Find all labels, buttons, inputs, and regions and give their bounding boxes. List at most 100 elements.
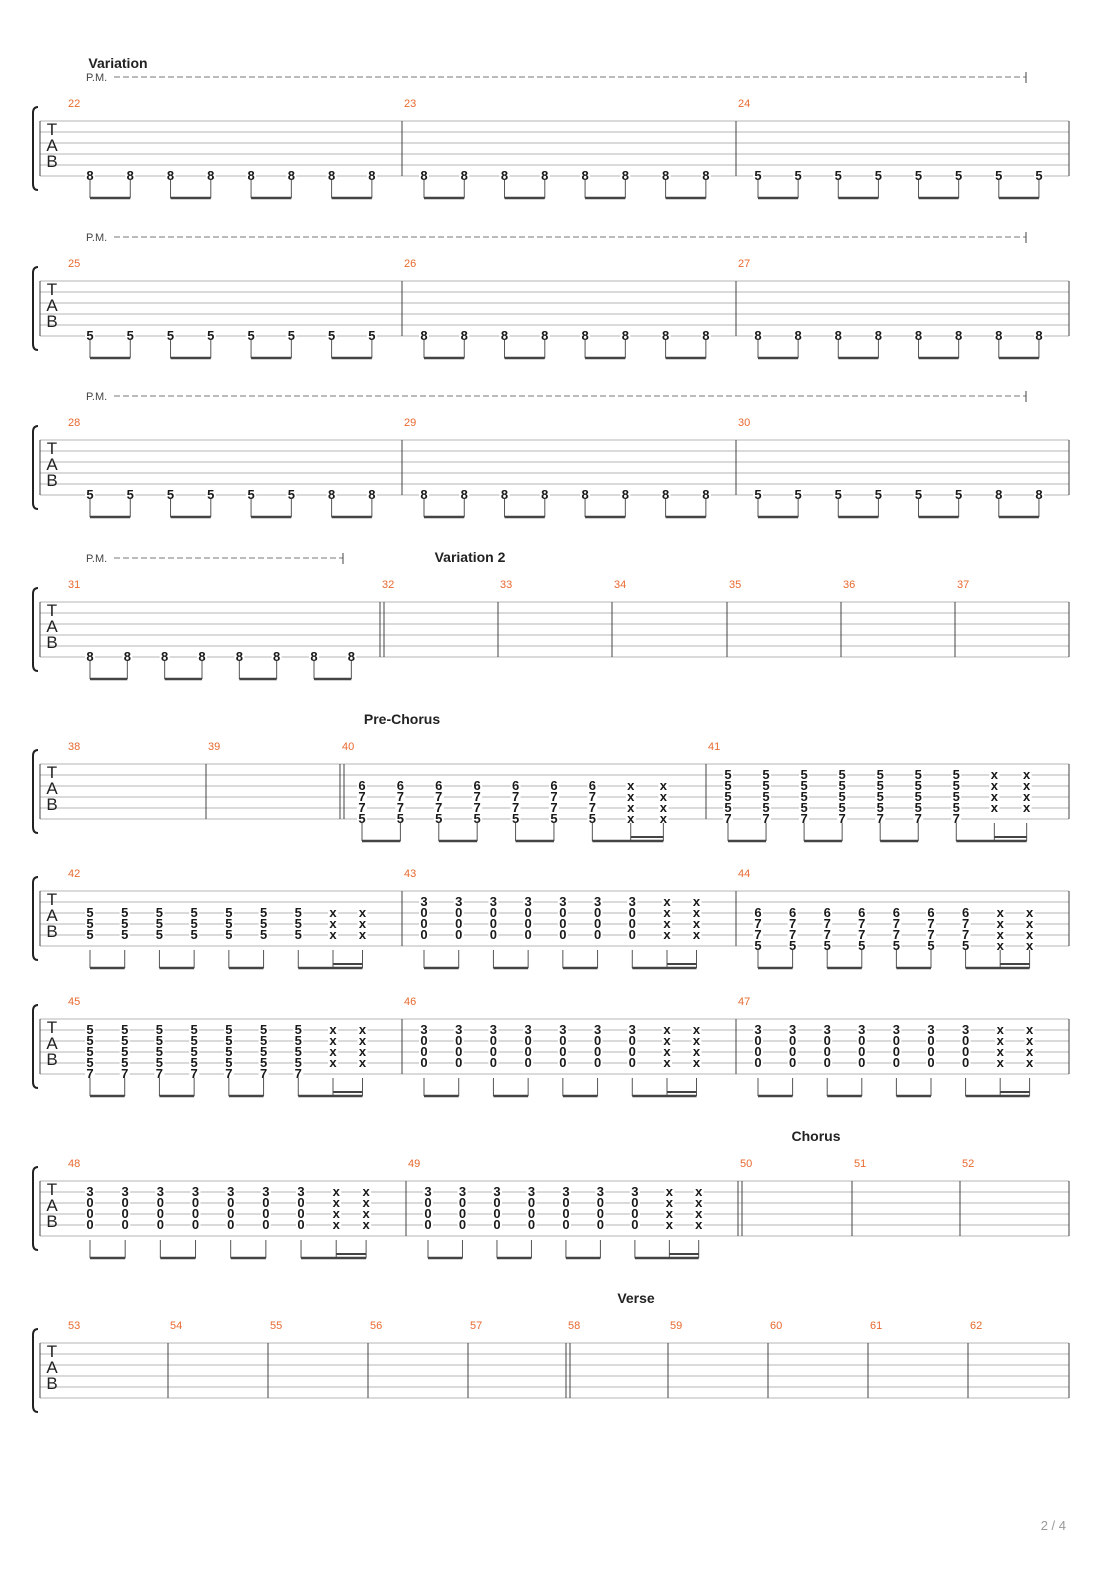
fret-number: 7	[824, 927, 831, 942]
fret-number: 0	[122, 1206, 129, 1221]
fret-number: 7	[397, 800, 404, 815]
fret-bg	[85, 1219, 95, 1230]
fret-number: 5	[953, 800, 960, 815]
fret-number: 0	[297, 1195, 304, 1210]
fret-bg	[822, 929, 833, 940]
fret-number: 5	[762, 800, 769, 815]
fret-bg	[856, 1046, 867, 1057]
fret-number: 3	[789, 1022, 796, 1037]
fret-number: 7	[789, 916, 796, 931]
fret-bg	[995, 1035, 1006, 1046]
fret-number: 3	[629, 1022, 636, 1037]
fret-number: 5	[295, 927, 302, 942]
fret-number: x	[359, 1033, 367, 1048]
fret-bg	[120, 1197, 131, 1208]
section-title: Variation	[88, 55, 147, 71]
fret-number: 0	[594, 1044, 601, 1059]
fret-bg	[875, 791, 886, 802]
fret-bg	[453, 1035, 464, 1046]
fret-bg	[557, 929, 568, 940]
tab-clef-letter: B	[46, 471, 57, 490]
fret-bg	[592, 1024, 603, 1035]
fret-bg	[331, 1208, 342, 1219]
fret-number: 8	[754, 328, 761, 343]
fret-number: x	[660, 778, 668, 793]
fret-number: x	[359, 927, 367, 942]
fret-bg	[625, 780, 636, 791]
fret-number: x	[663, 894, 671, 909]
fret-number: 5	[800, 767, 807, 782]
fret-number: 7	[512, 789, 519, 804]
fret-number: 5	[877, 778, 884, 793]
fret-number: 8	[161, 649, 168, 664]
fret-number: 8	[207, 168, 214, 183]
fret-bg	[837, 802, 848, 813]
fret-number: 0	[490, 905, 497, 920]
fret-number: 0	[424, 1195, 431, 1210]
fret-bg	[951, 791, 962, 802]
fret-number: 0	[559, 927, 566, 942]
fret-number: 5	[167, 328, 174, 343]
fret-bg	[246, 170, 257, 181]
fret-number: 8	[622, 328, 629, 343]
fret-number: 5	[260, 916, 267, 931]
fret-bg	[557, 896, 568, 907]
fret-bg	[953, 170, 964, 181]
fret-bg	[925, 940, 936, 951]
tab-clef-letter: A	[46, 617, 58, 636]
fret-bg	[523, 1046, 534, 1057]
fret-bg	[761, 813, 772, 824]
fret-number: 6	[962, 905, 969, 920]
fret-number: 7	[800, 811, 807, 826]
fret-number: 5	[225, 1033, 232, 1048]
fret-number: 5	[724, 789, 731, 804]
fret-bg	[510, 780, 521, 791]
fret-bg	[913, 813, 924, 824]
fret-number: 3	[490, 894, 497, 909]
fret-bg	[491, 1186, 502, 1197]
fret-number: 7	[762, 811, 769, 826]
fret-number: 8	[702, 487, 709, 502]
fret-bg	[491, 1208, 502, 1219]
fret-bg	[951, 813, 962, 824]
fret-bg	[327, 1024, 338, 1035]
fret-number: 0	[562, 1195, 569, 1210]
tab-clef-letter: A	[46, 1196, 58, 1215]
measure-number: 30	[738, 417, 750, 429]
fret-number: 5	[824, 938, 831, 953]
fret-number: 8	[368, 168, 375, 183]
fret-bg	[223, 929, 234, 940]
fret-bg	[433, 802, 444, 813]
fret-number: 0	[562, 1206, 569, 1221]
fret-number: 8	[662, 168, 669, 183]
fret-bg	[1033, 330, 1044, 341]
fret-number: 0	[490, 916, 497, 931]
fret-number: 5	[295, 905, 302, 920]
palm-mute-label: P.M.	[86, 232, 107, 244]
measure-number: 47	[738, 996, 750, 1008]
fret-number: 5	[800, 789, 807, 804]
fret-number: 5	[288, 328, 295, 343]
section-title: Chorus	[792, 1128, 841, 1144]
fret-bg	[625, 791, 636, 802]
fret-number: 5	[260, 905, 267, 920]
fret-bg	[499, 330, 510, 341]
fret-bg	[457, 1197, 468, 1208]
fret-bg	[539, 330, 550, 341]
fret-number: 0	[927, 1044, 934, 1059]
fret-bg	[190, 1197, 201, 1208]
measure-number: 31	[68, 579, 80, 591]
fret-bg	[658, 802, 669, 813]
tab-clef-letter: A	[46, 1034, 58, 1053]
fret-number: 5	[795, 487, 802, 502]
fret-bg	[787, 940, 798, 951]
fret-bg	[960, 907, 971, 918]
fret-bg	[595, 1186, 606, 1197]
fret-number: 6	[512, 778, 519, 793]
fret-bg	[592, 918, 603, 929]
fret-bg	[326, 489, 337, 500]
fret-number: x	[663, 1033, 671, 1048]
